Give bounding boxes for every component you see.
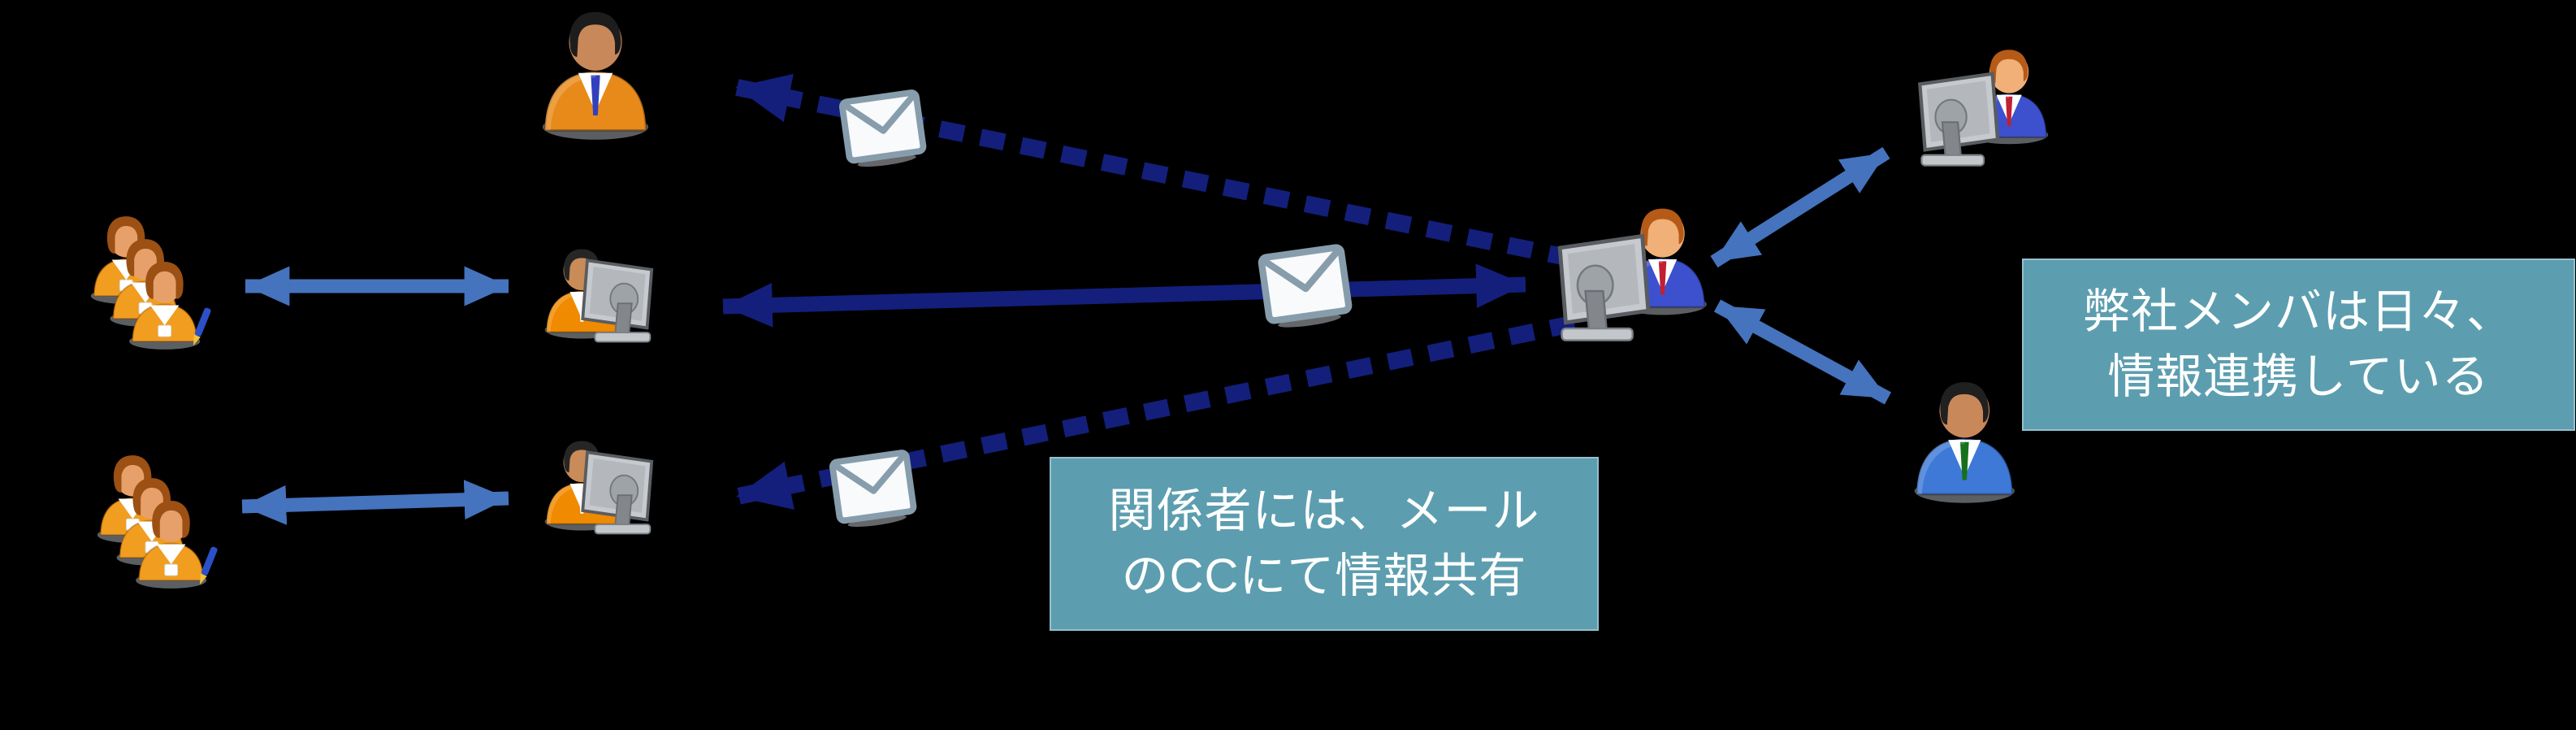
- pencil-icon: [193, 307, 211, 346]
- envelope-icon: [1255, 240, 1357, 335]
- partner-person: [1899, 363, 2018, 507]
- arrow-member-partner: [1713, 299, 1892, 405]
- callout-cc-line1: 関係者には、メール: [1108, 484, 1540, 538]
- businessperson-blue-suit-icon: [1913, 380, 2016, 505]
- mail-bottom: [827, 446, 921, 532]
- company-member: [1540, 195, 1711, 358]
- arrow-operator-member-mail: [722, 263, 1526, 328]
- callout-daily-note: 弊社メンバは日々、 情報連携している: [2022, 259, 2575, 431]
- envelope-icon: [827, 446, 921, 532]
- people-group-icon: [96, 454, 218, 589]
- person-at-computer-icon: [1540, 207, 1708, 358]
- people-group-icon: [89, 215, 211, 350]
- person-top-orange-suit: [526, 2, 665, 143]
- monitor-icon: [1920, 74, 1998, 166]
- person-at-computer-icon: [543, 440, 654, 536]
- arrow-lower-team-operator: [241, 480, 509, 525]
- upper-team-group: [80, 208, 219, 367]
- lower-operator: [532, 419, 669, 550]
- callout-cc-line2: のCCにて情報共有: [1121, 550, 1527, 602]
- arrow-member-remote: [1710, 146, 1890, 268]
- mail-top: [837, 85, 931, 173]
- callout-cc-note: 関係者には、メール のCCにて情報共有: [1050, 457, 1599, 631]
- businessperson-orange-suit-icon: [541, 11, 650, 141]
- pencil-icon: [200, 546, 218, 585]
- person-at-computer-icon: [543, 248, 654, 344]
- callout-daily-line1: 弊社メンバは日々、: [2082, 285, 2514, 339]
- callout-daily-line2: 情報連携している: [2107, 350, 2490, 403]
- remote-member: [1903, 37, 2057, 188]
- upper-operator: [532, 228, 669, 358]
- monitor-icon: [1560, 236, 1648, 340]
- lower-team-group: [86, 447, 226, 606]
- mail-center: [1255, 240, 1357, 335]
- person-at-computer-icon: [1903, 49, 2050, 188]
- envelope-icon: [837, 85, 931, 173]
